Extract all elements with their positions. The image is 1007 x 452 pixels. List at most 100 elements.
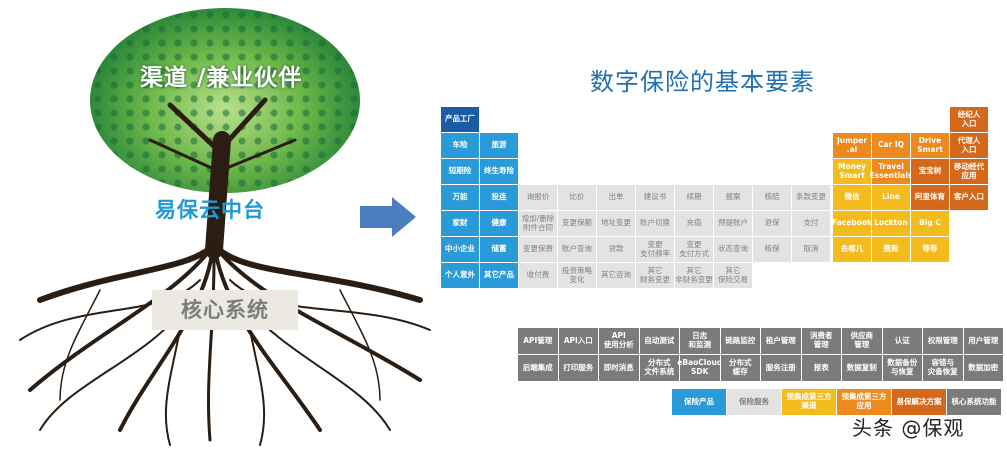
service-cell: 增加/删除 附件合同 [519, 211, 557, 236]
core-function-cell: 数据复制 [842, 355, 882, 381]
core-function-cell: 报表 [801, 355, 841, 381]
watermark: 头条 @保观 [852, 416, 965, 440]
product-cell: 储蓄 [480, 237, 518, 262]
core-function-cell: 数据加密 [963, 355, 1003, 381]
service-cell: 询报价 [519, 185, 557, 210]
service-cell: 贷款 [597, 237, 635, 262]
service-cell: 地址变更 [597, 211, 635, 236]
legend-item: 核心系统功能 [947, 389, 1001, 415]
service-cell: 退保 [753, 211, 791, 236]
service-cell: 账户切换 [636, 211, 674, 236]
service-cell: 变更 支付频率 [636, 237, 674, 262]
core-function-cell: 打印服务 [558, 355, 598, 381]
core-function-cell: API管理 [518, 328, 558, 354]
core-function-cell: 租户管理 [761, 328, 801, 354]
product-cell: 万能 [441, 185, 479, 210]
service-cell: 其它 非财务变更 [675, 263, 713, 288]
product-cell: 旅游 [480, 133, 518, 158]
diagram-title: 数字保险的基本要素 [590, 68, 815, 96]
service-cell: 取消 [792, 237, 830, 262]
channel-cell: Money Smart [833, 159, 871, 184]
channel-cell: Car IQ [872, 133, 910, 158]
tree-trunk-roots [19, 97, 431, 446]
service-cell: 预提账户 [714, 211, 752, 236]
core-function-cell: 服务注册 [761, 355, 801, 381]
channel-cell: 等等 [911, 237, 949, 262]
service-cell: 报案 [714, 185, 752, 210]
product-cell: 个人意外 [441, 263, 479, 288]
product-cell: 投连 [480, 185, 518, 210]
tree-illustration: 渠道 /兼业伙伴 易保云中台 核心系统 [0, 0, 440, 452]
core-function-cell: eBaoCloud SDK [677, 355, 722, 381]
core-function-cell: 分布式 文件系统 [639, 355, 679, 381]
service-cell: 投资策略 变化 [558, 263, 596, 288]
product-cell: 车险 [441, 133, 479, 158]
legend-item: 预集成第三方 应用 [837, 389, 891, 415]
channel-cell: Lockton [872, 211, 910, 236]
service-cell: 状态查询 [714, 237, 752, 262]
legend-item: 保险产品 [672, 389, 726, 415]
core-function-cell: 后端集成 [518, 355, 558, 381]
product-cell: 其它产品 [480, 263, 518, 288]
core-function-cell: 日志 和监测 [680, 328, 720, 354]
core-function-cell: 即时消息 [599, 355, 639, 381]
core-function-cell: 自动测试 [639, 328, 679, 354]
service-cell: 充值 [675, 211, 713, 236]
service-cell: 变更保额 [558, 211, 596, 236]
service-cell: 建议书 [636, 185, 674, 210]
channel-cell: 去哪儿 [833, 237, 871, 262]
core-function-cell: API 使用分析 [599, 328, 639, 354]
service-cell: 条款变更 [792, 185, 830, 210]
right-arrow-icon [360, 197, 416, 237]
product-factory-header: 产品工厂 [441, 107, 479, 132]
core-function-cell: 数据备份 与恢复 [882, 355, 922, 381]
service-cell: 变更保费 [519, 237, 557, 262]
channel-cell: Drive Smart [911, 133, 949, 158]
service-cell: 支付 [792, 211, 830, 236]
core-function-cell: 消费者 管理 [801, 328, 841, 354]
service-cell: 其它 保险交易 [714, 263, 752, 288]
product-cell: 家财 [441, 211, 479, 236]
service-cell: 账户查询 [558, 237, 596, 262]
legend-item: 易保解决方案 [892, 389, 946, 415]
channel-cell: 阿里体育 [911, 185, 949, 210]
channel-cell: 携程 [872, 237, 910, 262]
channel-partners-label: 渠道 /兼业伙伴 [140, 65, 303, 91]
service-cell: 核保 [753, 237, 791, 262]
core-function-cell: 用户管理 [963, 328, 1003, 354]
service-cell: 收付费 [519, 263, 557, 288]
service-cell: 比价 [558, 185, 596, 210]
legend-item: 保险服务 [727, 389, 781, 415]
service-cell: 其它咨询 [597, 263, 635, 288]
product-cell: 短期险 [441, 159, 479, 184]
core-function-cell: 权限管理 [923, 328, 963, 354]
channel-cell: 客户入口 [950, 185, 988, 210]
product-cell: 健康 [480, 211, 518, 236]
product-cell: 终生寿险 [480, 159, 518, 184]
core-system-label: 核心系统 [152, 290, 298, 330]
channel-cell: 经纪人 入口 [950, 107, 988, 132]
core-function-cell: API入口 [558, 328, 598, 354]
core-function-cell: 认证 [882, 328, 922, 354]
core-function-cell: 容错与 灾备恢复 [923, 355, 963, 381]
channel-cell: 宝宝树 [911, 159, 949, 184]
product-cell: 中小企业 [441, 237, 479, 262]
channel-cell: 微信 [833, 185, 871, 210]
legend-item: 预集成第三方 渠道 [782, 389, 836, 415]
channel-cell: 代理人 入口 [950, 133, 988, 158]
channel-cell: Jumper .ai [833, 133, 871, 158]
service-cell: 核赔 [753, 185, 791, 210]
core-function-cell: 供应商 管理 [842, 328, 882, 354]
middle-platform-label: 易保云中台 [155, 198, 265, 222]
channel-cell: 移动经代 应用 [950, 159, 988, 184]
core-function-cell: 分布式 缓存 [720, 355, 760, 381]
service-cell: 其它 财务变更 [636, 263, 674, 288]
core-function-cell: 链路监控 [720, 328, 760, 354]
service-cell: 出单 [597, 185, 635, 210]
channel-cell: Facebook [832, 211, 872, 236]
service-cell: 续期 [675, 185, 713, 210]
channel-cell: Line [872, 185, 910, 210]
channel-cell: Travel Essentials [870, 159, 912, 184]
service-cell: 变更 支付方式 [675, 237, 713, 262]
channel-cell: Big C [911, 211, 949, 236]
